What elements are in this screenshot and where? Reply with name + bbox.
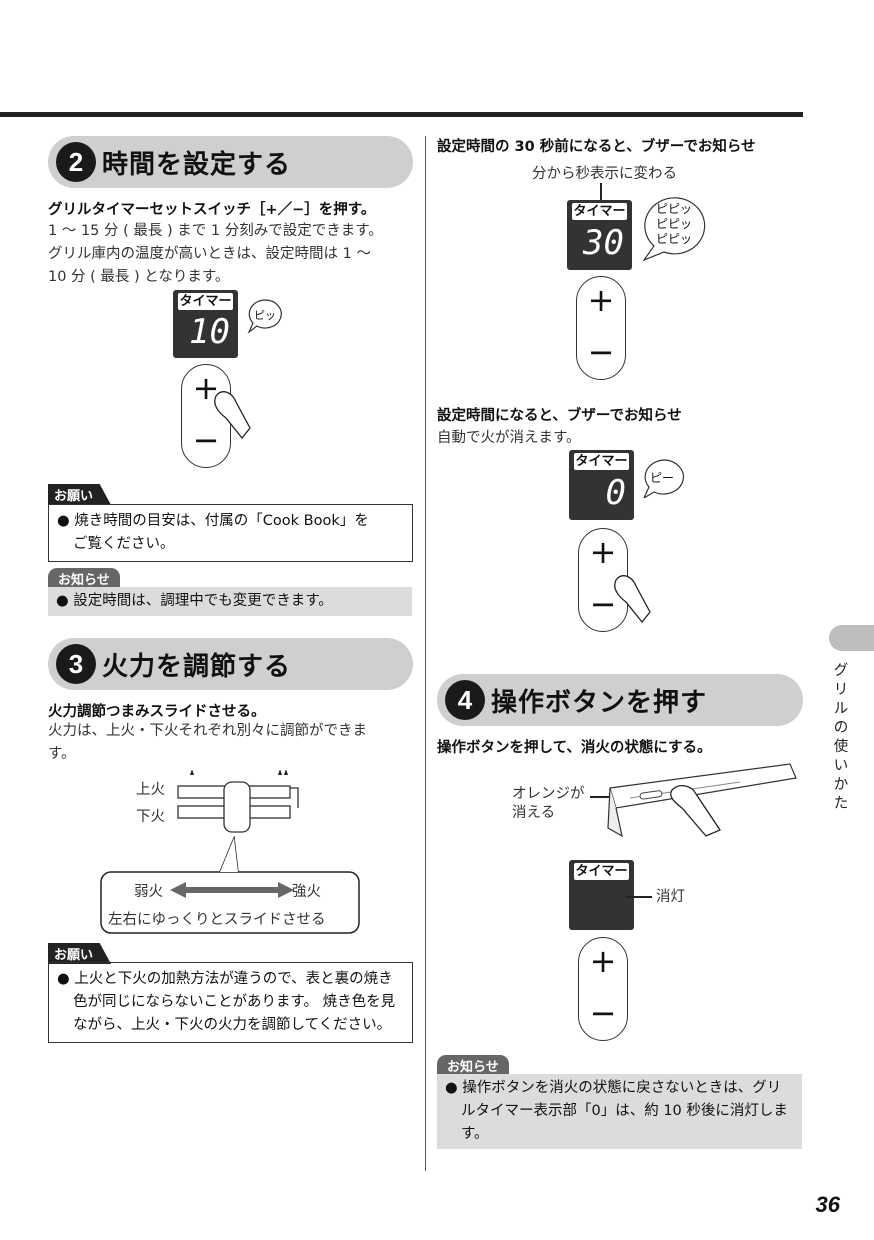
request-note: ● 上火と下火の加熱方法が違うので、表と裏の焼き 色が同じにならないことがありま…	[48, 962, 413, 1043]
step4-instruction: 操作ボタンを押して、消火の状態にする。	[437, 740, 712, 756]
timer-label: タイマー	[178, 293, 233, 310]
step2-heading: 2 時間を設定する	[48, 136, 413, 188]
info-note: ● 設定時間は、調理中でも変更できます。	[48, 587, 412, 616]
column-divider	[425, 136, 426, 1171]
seconds-callout: 分から秒表示に変わる	[532, 166, 677, 182]
thirty-sec-heading: 設定時間の 30 秒前になると、ブザーでお知らせ	[437, 139, 756, 155]
page-number: 36	[815, 1192, 840, 1217]
step3-description: 火力は、上火・下火それぞれ別々に調節ができま す。	[48, 723, 367, 762]
upper-fire-label: 上火	[136, 782, 165, 798]
light-off-label: 消灯	[656, 889, 685, 905]
step-title: 時間を設定する	[102, 149, 292, 180]
callout-line	[626, 896, 652, 898]
beep-bubble: ピッ	[246, 298, 284, 334]
control-panel-illustration	[607, 763, 797, 838]
finger-icon	[214, 391, 251, 440]
info-tag: お知らせ	[437, 1055, 509, 1076]
timer-digits: 10	[189, 312, 230, 352]
minus-button[interactable]: −	[192, 421, 220, 459]
lower-fire-label: 下火	[136, 809, 165, 825]
speech-bubble-icon	[247, 299, 282, 334]
info-note: ● 操作ボタンを消火の状態に戻さないときは、グリ ルタイマー表示部「0」は、約 …	[437, 1074, 802, 1149]
timer-digits: 0	[605, 473, 626, 513]
step-number: 3	[56, 644, 96, 684]
strong-fire-label: 強火	[292, 884, 321, 900]
info-tag: お知らせ	[48, 568, 120, 589]
plus-button[interactable]: +	[589, 942, 617, 980]
request-tag: お願い	[48, 943, 112, 964]
time-up-heading: 設定時間になると、ブザーでお知らせ	[437, 408, 682, 424]
callout-line	[600, 183, 602, 201]
slide-instruction: 左右にゆっくりとスライドさせる	[108, 912, 326, 928]
minus-button[interactable]: −	[589, 994, 617, 1032]
section-tab	[829, 625, 874, 651]
timer-display: タイマー 10	[173, 290, 238, 358]
request-tag: お願い	[48, 484, 112, 505]
orange-off-callout: オレンジが 消える	[512, 786, 585, 821]
speech-bubble-icon	[642, 197, 706, 262]
timer-set-switch[interactable]: + −	[578, 528, 628, 632]
timer-label: タイマー	[572, 203, 627, 220]
minus-button[interactable]: −	[589, 585, 617, 623]
timer-digits: 30	[583, 223, 624, 263]
timer-label: タイマー	[574, 863, 629, 880]
callout-line	[590, 796, 624, 798]
timer-set-switch[interactable]: + −	[578, 937, 628, 1041]
section-tab-label: グ リ ル の 使 い か た	[833, 663, 849, 812]
plus-button[interactable]: +	[587, 281, 615, 319]
step-number: 4	[445, 680, 485, 720]
finger-icon	[670, 784, 721, 837]
step-title: 火力を調節する	[102, 651, 292, 682]
step3-instruction: 火力調節つまみスライドさせる。	[48, 704, 266, 720]
beep-bubble: ピピッ ピピッ ピピッ	[640, 196, 710, 262]
timer-display: タイマー	[569, 860, 634, 930]
beep-bubble: ピー	[640, 458, 686, 500]
speech-bubble-icon	[642, 459, 684, 500]
timer-set-switch[interactable]: + −	[576, 276, 626, 380]
step3-heading: 3 火力を調節する	[48, 638, 413, 690]
time-up-description: 自動で火が消えます。	[437, 430, 581, 446]
step-number: 2	[56, 142, 96, 182]
timer-display: タイマー 0	[569, 450, 634, 520]
step2-instruction: グリルタイマーセットスイッチ［+／−］を押す。	[48, 202, 376, 218]
request-note: ● 焼き時間の目安は、付属の「Cook Book」を ご覧ください。	[48, 504, 413, 562]
step-title: 操作ボタンを押す	[491, 687, 708, 718]
weak-fire-label: 弱火	[134, 884, 163, 900]
step2-description: 1 〜 15 分 ( 最長 ) まで 1 分刻みで設定できます。 グリル庫内の温…	[48, 223, 383, 285]
plus-button[interactable]: +	[589, 533, 617, 571]
step4-heading: 4 操作ボタンを押す	[437, 674, 803, 726]
timer-label: タイマー	[574, 453, 629, 470]
double-arrow-icon	[170, 882, 294, 898]
top-rule	[0, 112, 803, 117]
slide-callout	[100, 836, 360, 934]
slider-knob	[223, 781, 251, 833]
timer-display: タイマー 30	[567, 200, 632, 270]
finger-icon	[614, 575, 651, 624]
minus-button[interactable]: −	[587, 333, 615, 371]
heat-knob-diagram	[177, 770, 299, 833]
